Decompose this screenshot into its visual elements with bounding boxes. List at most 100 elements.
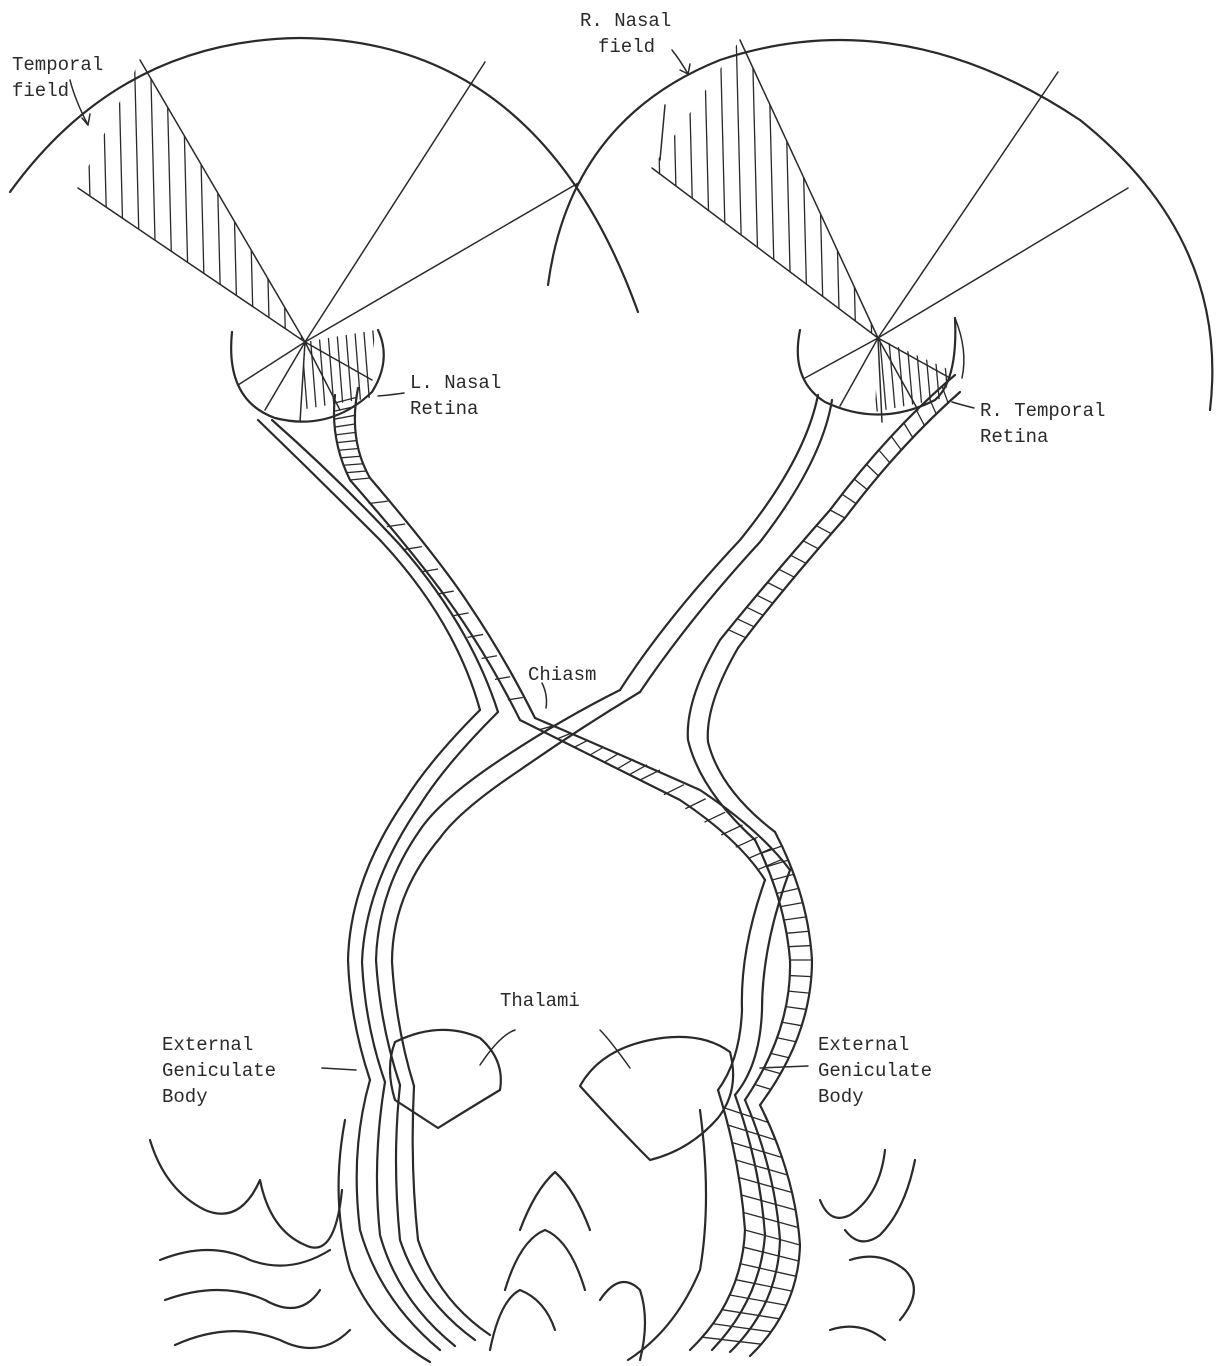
hatch-line	[278, 40, 286, 360]
label-r-temporal-retina: R. Temporal Retina	[980, 398, 1105, 450]
hatch-line	[758, 860, 782, 870]
hatch-line	[880, 30, 888, 350]
hatch-line	[736, 1280, 792, 1291]
label-line: Temporal	[12, 52, 103, 78]
label-r-nasal-field: R. Nasal field	[580, 8, 671, 60]
left-optic-nerve	[258, 388, 535, 720]
right-nasal-field-hatching	[640, 30, 888, 350]
label-line: Body	[818, 1084, 932, 1110]
hatch-line	[784, 917, 806, 920]
label-l-nasal-retina: L. Nasal Retina	[410, 370, 501, 422]
hatch-line	[182, 40, 190, 360]
label-chiasm: Chiasm	[528, 662, 596, 688]
left-eye	[231, 320, 384, 422]
hatch-line	[363, 320, 371, 420]
hatch-line	[720, 30, 728, 350]
hatch-line	[803, 541, 818, 549]
left-optic-radiation	[339, 1080, 490, 1362]
hatch-line	[842, 494, 856, 503]
hatch-line	[341, 456, 360, 458]
hatch-line	[262, 40, 270, 360]
label-left-external-geniculate-body: External Geniculate Body	[162, 1032, 276, 1110]
hatch-line	[730, 1295, 787, 1305]
hatch-line	[369, 501, 388, 503]
hatch-line	[891, 436, 901, 450]
hatch-line	[134, 40, 142, 360]
left-temporal-field-hatching	[70, 40, 318, 360]
hatch-line	[736, 837, 758, 847]
hatch-line	[789, 946, 811, 947]
hatch-line	[763, 1069, 780, 1074]
hatch-line	[745, 1230, 800, 1245]
hatch-line	[574, 740, 587, 747]
hatch-line	[640, 30, 648, 350]
hatch-line	[704, 30, 712, 350]
hatch-line	[771, 1053, 789, 1057]
hatch-line	[166, 40, 174, 360]
hatch-line	[713, 1324, 771, 1332]
right-optic-radiation	[628, 1090, 800, 1360]
hatch-line	[704, 812, 725, 822]
hatch-line	[757, 595, 773, 603]
label-line: L. Nasal	[410, 370, 501, 396]
hatch-line	[736, 30, 744, 350]
hatch-line	[728, 1125, 776, 1140]
label-line: Geniculate	[818, 1058, 932, 1084]
leader-lines	[70, 50, 974, 1070]
hatch-line	[629, 765, 647, 775]
hatch-line	[453, 613, 469, 616]
hatch-line	[347, 471, 367, 473]
hatch-line	[604, 753, 619, 762]
hatch-line	[743, 1247, 798, 1261]
hatch-line	[350, 478, 370, 480]
hatch-line	[656, 30, 664, 350]
hatch-line	[345, 320, 353, 420]
label-line: field	[580, 34, 671, 60]
hatch-line	[437, 591, 453, 594]
hatch-line	[294, 40, 302, 360]
hatch-line	[737, 619, 754, 627]
hatch-line	[685, 799, 705, 809]
hatch-line	[688, 30, 696, 350]
hatch-line	[784, 30, 792, 350]
label-line: Retina	[410, 396, 501, 422]
hatch-line	[791, 555, 806, 563]
hatch-line	[854, 479, 867, 490]
hatch-line	[467, 634, 483, 637]
hatch-line	[906, 330, 914, 420]
hatch-line	[866, 464, 878, 476]
right-visual-field	[548, 30, 1212, 410]
hatch-line	[590, 747, 604, 755]
hatch-line	[198, 40, 206, 360]
hatch-line	[916, 410, 924, 425]
left-thalamus	[390, 1030, 501, 1128]
hatch-line	[768, 30, 776, 350]
hatch-line	[879, 450, 890, 463]
hatch-line	[816, 30, 824, 350]
hatch-line	[640, 770, 660, 780]
label-thalami: Thalami	[500, 988, 580, 1014]
hatch-line	[618, 759, 634, 769]
hatch-line	[214, 40, 222, 360]
hatch-line	[337, 441, 357, 443]
hatch-line	[230, 40, 238, 360]
hatch-line	[752, 30, 760, 350]
label-line: External	[818, 1032, 932, 1058]
hatch-line	[777, 1038, 796, 1042]
label-line: Retina	[980, 424, 1105, 450]
hatch-line	[904, 423, 913, 438]
optic-chiasm	[405, 640, 790, 880]
hatch-line	[339, 449, 358, 451]
hatch-line	[334, 397, 356, 403]
right-eye	[798, 318, 968, 422]
hatch-line	[672, 30, 680, 350]
hatch-line	[372, 320, 380, 420]
hatch-line	[739, 1178, 792, 1193]
hatch-line	[864, 30, 872, 350]
hatch-line	[790, 976, 812, 977]
hatch-line	[924, 330, 932, 420]
right-optic-nerve	[620, 375, 960, 692]
hatch-line	[743, 1213, 798, 1228]
hatch-line	[870, 330, 878, 420]
